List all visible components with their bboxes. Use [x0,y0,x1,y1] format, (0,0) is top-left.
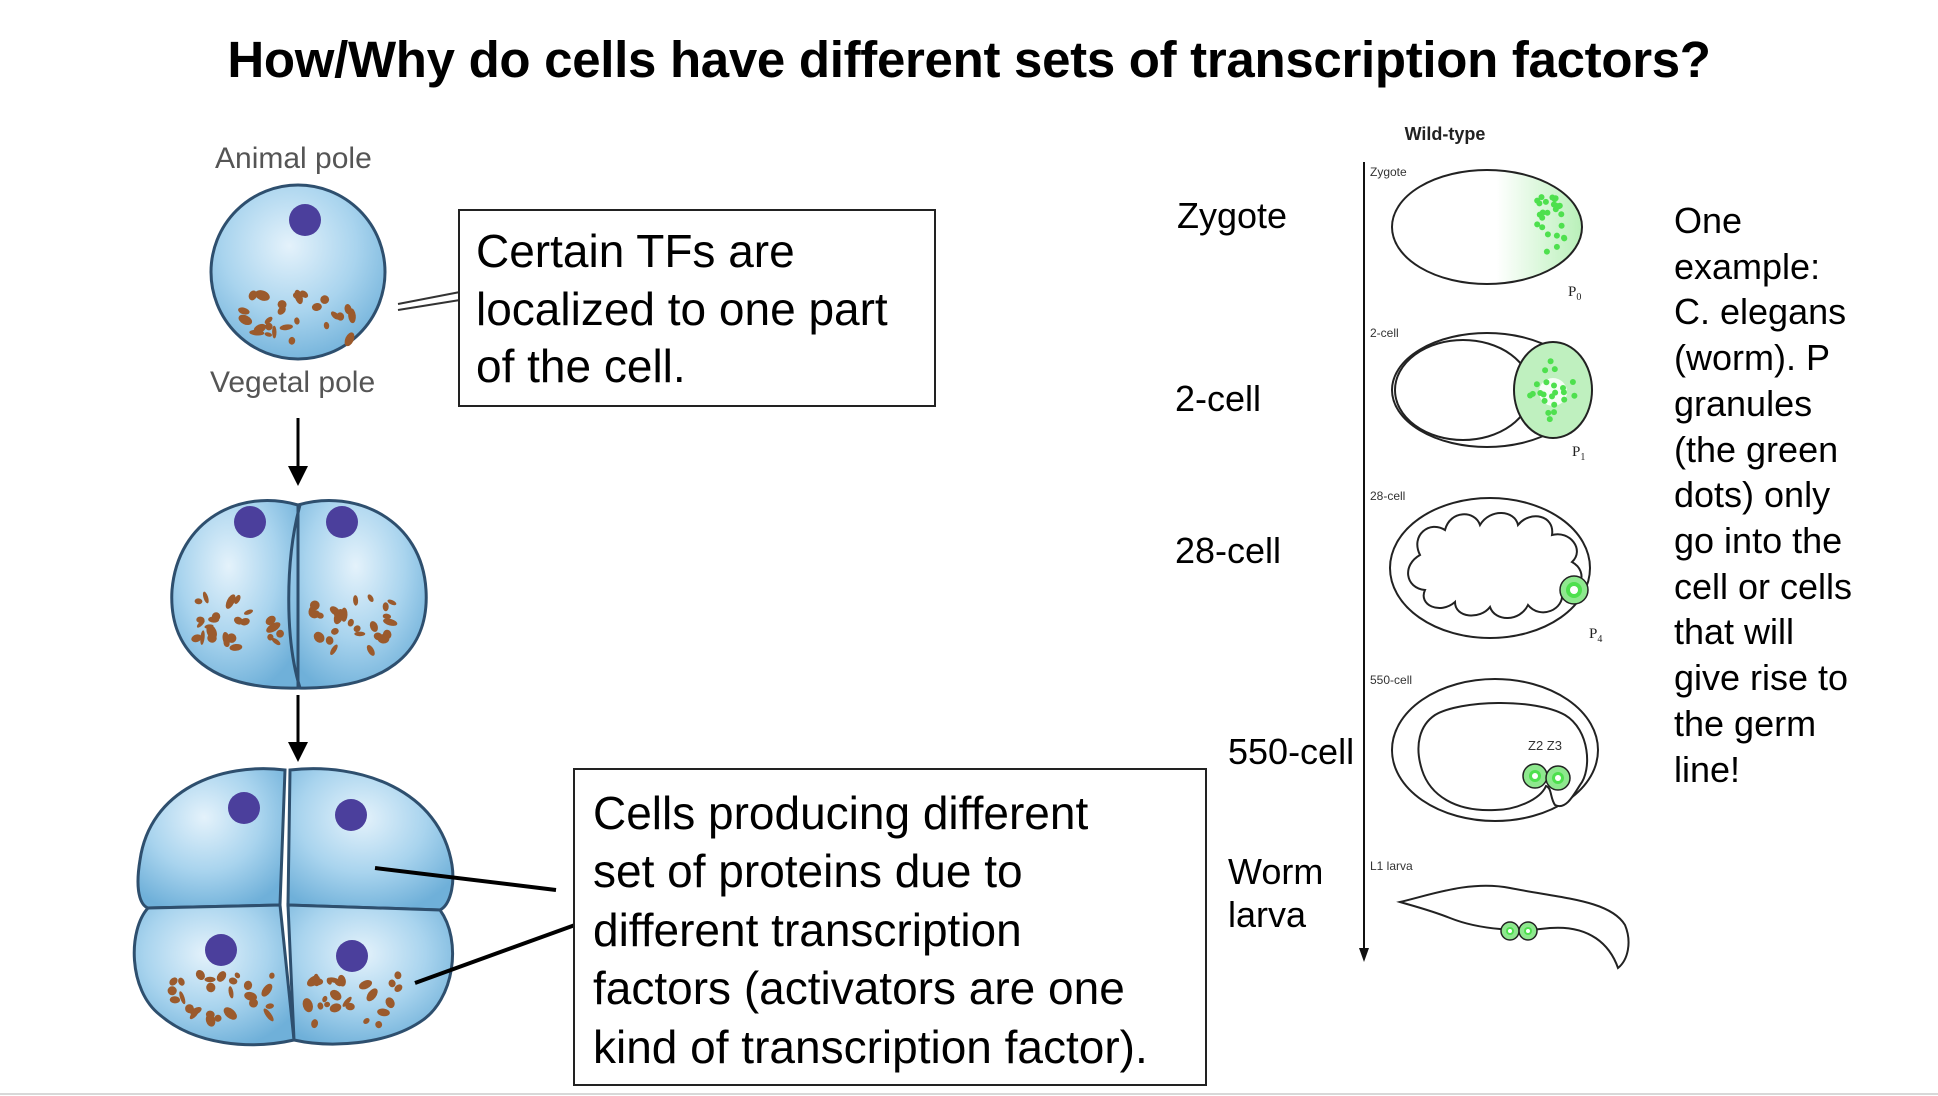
p-granules [1534,194,1568,255]
stage-label-zygote: Zygote [1177,195,1288,236]
example-line: that will [1674,611,1795,653]
cell-label-p1: P1 [1572,444,1585,463]
panel-label-zygote: Zygote [1370,165,1407,179]
callout-line: set of proteins due to [593,845,1023,898]
example-line: C. elegans [1674,291,1847,333]
one-cell-embryo [209,183,387,361]
cell-label-p4: P4 [1589,626,1602,645]
example-line: line! [1674,748,1741,790]
callout-line: localized to one part [476,282,888,335]
yolk-granules [238,289,356,347]
stage-label-28-cell: 28-cell [1175,530,1282,571]
stage-label-line: Worm [1228,851,1324,892]
animal-pole-label: Animal pole [215,142,372,175]
example-line: dots) only [1674,474,1831,516]
callout-line: factors (activators are one [593,962,1125,1015]
ab-cell [1394,339,1532,441]
example-line: example: [1674,245,1821,287]
c-elegans-example-text: One example: C. elegans (worm). P granul… [1674,198,1914,792]
example-line: give rise to [1674,657,1849,699]
down-arrow-icon [288,418,308,486]
timeline-arrow-icon [1359,162,1369,962]
c-elegans-development-figure: Wild-type Zygote P0 2-cell P1 28-cell P4… [1359,124,1630,970]
z2-z3-label: Z2 Z3 [1528,738,1562,753]
stage-label-550-cell: 550-cell [1228,731,1355,772]
example-line: (worm). P [1674,337,1830,379]
page-title: How/Why do cells have different sets of … [227,31,1711,88]
example-line: the germ [1674,702,1817,744]
cell-label-p0: P0 [1568,284,1581,303]
two-cell-embryo [170,499,428,690]
example-line: One [1674,200,1743,241]
vegetal-pole-label: Vegetal pole [210,366,376,399]
p-granules [1527,358,1578,423]
callout-pointer-top [397,291,461,305]
four-cell-embryo [132,767,455,1047]
yolk-granules [167,970,275,1027]
callout-pointer-lower [414,923,576,985]
localized-tf-callout: Certain TFs are localized to one part of… [458,209,936,407]
yolk-granules [302,971,403,1029]
example-line: (the green [1674,428,1839,470]
callout-line: Certain TFs are [476,225,795,277]
example-line: granules [1674,382,1813,424]
callout-line: of the cell. [476,340,686,392]
yolk-granules [308,594,398,656]
germline-precursor-cells [1522,763,1571,791]
panel-label-550-cell: 550-cell [1370,673,1412,687]
example-line: go into the [1674,520,1843,562]
panel-label-2-cell: 2-cell [1370,326,1399,340]
callout-line: Cells producing different [593,787,1089,839]
zygote-cell [1391,169,1583,285]
yolk-granules [191,591,284,651]
stage-label-line: larva [1228,894,1307,936]
germline-precursor-cells [1500,921,1538,941]
down-arrow-icon [288,695,308,762]
callout-pointer-upper [374,866,557,892]
panel-label-l1-larva: L1 larva [1370,859,1413,873]
wild-type-header: Wild-type [1405,124,1486,144]
example-line: cell or cells [1674,565,1853,607]
different-proteins-callout: Cells producing different set of protein… [573,768,1207,1086]
callout-line: kind of transcription factor). [593,1020,1148,1073]
embryo-cleavage-figure [132,183,576,1047]
stage-label-worm-larva: Worm larva [1228,850,1323,936]
stage-label-2-cell: 2-cell [1175,378,1262,419]
slide-bottom-border [0,1093,1938,1095]
callout-line: different transcription [593,903,1022,956]
embryo-body [1417,702,1589,812]
panel-label-28-cell: 28-cell [1370,489,1405,503]
nucleus-icon [289,204,321,236]
